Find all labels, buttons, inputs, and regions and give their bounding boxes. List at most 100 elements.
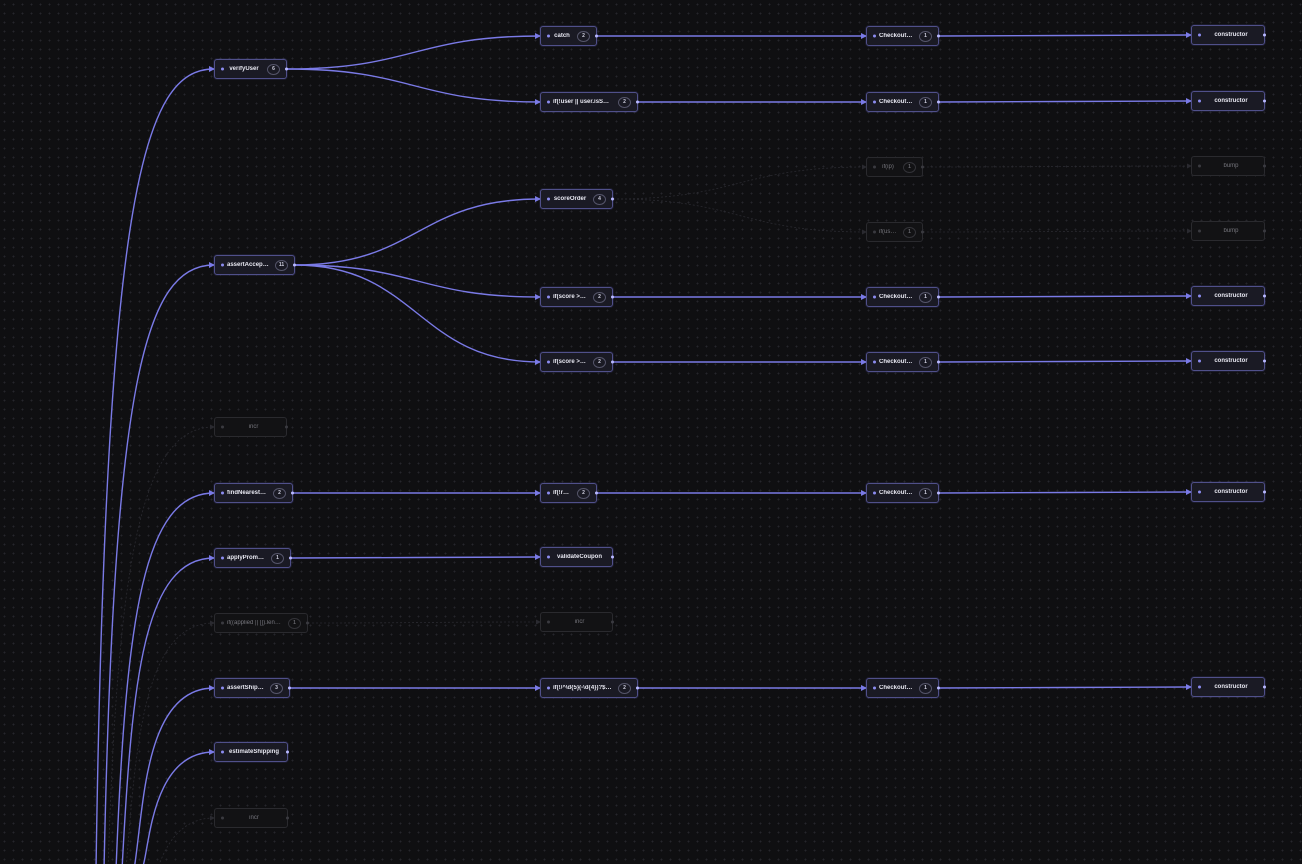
edge-offscreen-to-assert_shippable <box>134 685 215 864</box>
edge-offscreen-to-if_applied <box>126 620 215 864</box>
edge-assert_acceptable-to-if_score_05 <box>294 264 541 365</box>
node-label: validateCoupon <box>556 554 602 560</box>
node-label: incr <box>249 815 259 821</box>
node-constructor[interactable]: constructor <box>1191 351 1266 371</box>
node-bump[interactable]: bump <box>1191 156 1266 176</box>
node-constructor[interactable]: constructor <box>1191 286 1266 306</box>
node-label: bump <box>1223 163 1239 169</box>
node-label: constructor <box>1214 98 1248 104</box>
node-checkout-error[interactable]: CheckoutError 1 <box>866 483 940 503</box>
node-label: applyPromotions <box>227 555 265 561</box>
edge-score_order-to-if_userid <box>612 198 867 235</box>
node-label: if(!/^\d{5}(-\d{4})?$/.t… <box>553 685 612 691</box>
call-count-badge: 1 <box>903 161 916 173</box>
node-incr[interactable]: incr <box>540 612 614 632</box>
node-bump[interactable]: bump <box>1191 221 1266 241</box>
node-if-ip[interactable]: if(ip)1 <box>866 157 924 177</box>
call-count-badge: 1 <box>919 356 932 368</box>
call-count-badge: 1 <box>919 96 932 108</box>
node-label: CheckoutError <box>879 685 913 691</box>
call-count-badge: 2 <box>593 356 606 368</box>
call-count-badge: 1 <box>919 30 932 42</box>
node-if-user-suspended[interactable]: if(!user || user.isSuspe… 2 <box>540 92 639 112</box>
node-checkout-error[interactable]: CheckoutError1 <box>866 678 940 698</box>
node-validate-coupon[interactable]: validateCoupon <box>540 547 614 567</box>
node-checkout-error[interactable]: CheckoutError 1 <box>866 352 940 372</box>
node-checkout-error[interactable]: CheckoutError1 <box>866 26 940 46</box>
node-label: constructor <box>1214 358 1248 364</box>
node-label: CheckoutError <box>879 490 913 496</box>
node-if-score-0-8[interactable]: if(score >= 0.8)2 <box>540 287 614 307</box>
edge-verify_user-to-catch <box>286 33 541 70</box>
node-incr[interactable]: incr <box>214 808 289 828</box>
call-count-badge: 4 <box>593 193 606 205</box>
node-checkout-error[interactable]: CheckoutError 1 <box>866 287 940 307</box>
call-count-badge: 6 <box>267 63 280 75</box>
call-count-badge: 1 <box>903 226 916 238</box>
call-count-badge: 2 <box>593 291 606 303</box>
node-find-nearest-stock[interactable]: findNearestStock2 <box>214 483 294 503</box>
node-label: if(!user || user.isSuspe… <box>553 99 612 105</box>
node-incr[interactable]: incr <box>214 417 288 437</box>
edge-score_order-to-if_ip <box>612 164 867 200</box>
node-label: catch <box>554 33 570 39</box>
call-count-badge: 1 <box>288 617 301 629</box>
node-if-score-0-5[interactable]: if(score >= 0.5) 2 <box>540 352 614 372</box>
node-if-result[interactable]: if(!result)2 <box>540 483 598 503</box>
edge-offscreen-to-verify_user <box>95 66 215 864</box>
call-count-badge: 2 <box>618 96 631 108</box>
node-score-order[interactable]: scoreOrder 4 <box>540 189 614 209</box>
node-checkout-error[interactable]: CheckoutError 1 <box>866 92 940 112</box>
node-estimate-shipping[interactable]: estimateShipping <box>214 742 289 762</box>
node-if-applied-length[interactable]: if((applied || []).length)1 <box>214 613 309 633</box>
node-constructor[interactable]: constructor <box>1191 25 1266 45</box>
node-label: if(score >= 0.5) <box>553 359 587 365</box>
node-label: assertAcceptable <box>227 262 269 268</box>
edge-assert_acceptable-to-score_order <box>294 196 541 266</box>
call-count-badge: 2 <box>577 487 590 499</box>
edge-offscreen-to-incr_1 <box>107 424 215 864</box>
node-constructor[interactable]: constructor <box>1191 482 1266 502</box>
call-count-badge: 11 <box>275 259 288 271</box>
edge-assert_acceptable-to-if_score_08 <box>294 264 541 300</box>
edge-offscreen-to-apply_promotions <box>121 555 215 864</box>
node-label: scoreOrder <box>553 196 587 202</box>
node-label: assertShippable <box>227 685 264 691</box>
call-count-badge: 2 <box>577 30 590 42</box>
edge-err_5-to-ctor_5 <box>938 489 1192 496</box>
node-assert-shippable[interactable]: assertShippable 3 <box>214 678 291 698</box>
node-label: if(userId) <box>879 229 897 235</box>
edge-offscreen-to-assert_acceptable <box>103 262 215 864</box>
node-label: CheckoutError <box>879 99 913 105</box>
node-catch[interactable]: catch 2 <box>540 26 598 46</box>
edge-err_1-to-ctor_1 <box>938 32 1192 39</box>
node-label: incr <box>574 619 585 625</box>
node-constructor[interactable]: constructor <box>1191 91 1266 111</box>
call-count-badge: 3 <box>270 682 283 694</box>
call-count-badge: 1 <box>919 487 932 499</box>
node-label: estimateShipping <box>228 749 279 755</box>
node-assert-acceptable[interactable]: assertAcceptable 11 <box>214 255 296 275</box>
edge-apply_promotions-to-validate_coupon <box>290 554 541 561</box>
node-label: constructor <box>1214 489 1248 495</box>
node-label: constructor <box>1214 32 1248 38</box>
edge-verify_user-to-if_user_suspended <box>286 68 541 105</box>
edge-if_ip-to-bump_1 <box>922 163 1192 169</box>
node-label: CheckoutError <box>879 294 913 300</box>
edge-offscreen-to-incr_2 <box>159 815 215 864</box>
call-count-badge: 1 <box>271 552 284 564</box>
node-label: CheckoutError <box>879 359 913 365</box>
node-constructor[interactable]: constructor <box>1191 677 1266 697</box>
edge-err_3-to-ctor_3 <box>938 293 1192 300</box>
node-if-zip-regex[interactable]: if(!/^\d{5}(-\d{4})?$/.t…2 <box>540 678 639 698</box>
edge-err_2-to-ctor_2 <box>938 98 1192 105</box>
call-count-badge: 1 <box>919 291 932 303</box>
node-apply-promotions[interactable]: applyPromotions 1 <box>214 548 292 568</box>
node-label: constructor <box>1214 684 1248 690</box>
edge-err_6-to-ctor_6 <box>938 684 1192 691</box>
node-label: findNearestStock <box>227 490 267 496</box>
edge-if_userid-to-bump_2 <box>922 228 1192 234</box>
node-if-userid[interactable]: if(userId) 1 <box>866 222 924 242</box>
edge-err_4-to-ctor_4 <box>938 358 1192 365</box>
